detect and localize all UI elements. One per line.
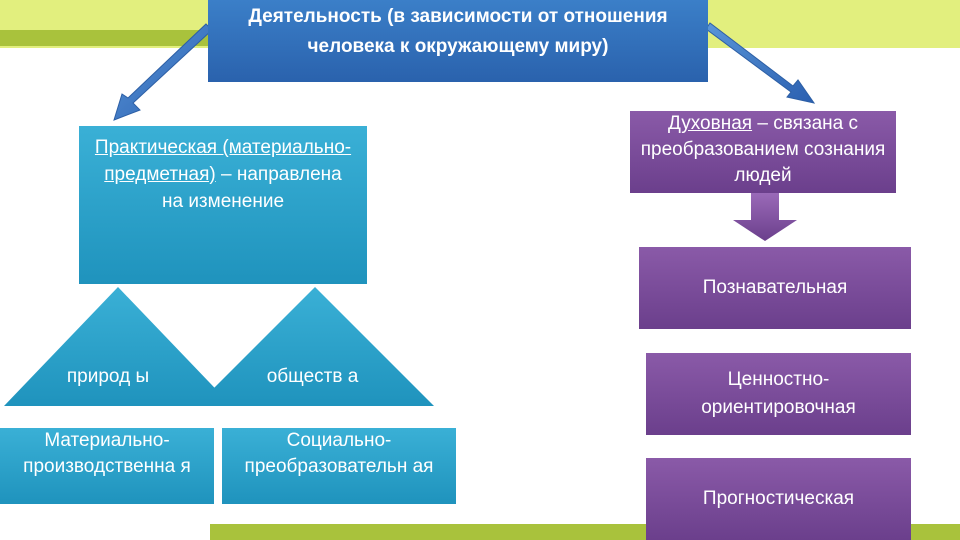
- arrow-spiritual-down: [733, 193, 797, 241]
- activity-title-box: Деятельность (в зависимости от отношения…: [208, 0, 708, 82]
- society-triangle-label-wrap: обществ а: [255, 362, 370, 406]
- society-triangle-label: обществ а: [266, 366, 359, 387]
- value-orientation-label: Ценностно-ориентировочная: [701, 369, 856, 418]
- arrow-left-down: [113, 23, 213, 121]
- value-orientation-box: Ценностно-ориентировочная: [646, 353, 911, 435]
- activity-title: Деятельность (в зависимости от отношения…: [248, 6, 668, 57]
- social-transform-box: Социально-преобразовательн ая: [222, 428, 456, 504]
- spiritual-activity-link[interactable]: Духовная: [667, 113, 753, 134]
- arrow-right-down: [705, 22, 816, 104]
- spiritual-activity-desc: – связана с преобразованием сознания люд…: [640, 113, 886, 186]
- nature-triangle-label-wrap: природ ы: [58, 362, 158, 406]
- prognostic-label: Прогностическая: [702, 488, 855, 509]
- cognitive-label: Познавательная: [702, 277, 848, 298]
- practical-activity-box: Практическая (материально-предметная) – …: [79, 126, 367, 284]
- cognitive-box: Познавательная: [639, 247, 911, 329]
- material-production-box: Материально-производственна я: [0, 428, 214, 504]
- material-production-label: Материально-производственна я: [23, 430, 191, 477]
- practical-activity-desc: – направлена на изменение: [161, 164, 342, 212]
- nature-triangle-label: природ ы: [66, 366, 150, 387]
- society-triangle: [196, 287, 434, 406]
- top-green-stripe: [0, 30, 210, 46]
- nature-triangle: [4, 287, 232, 406]
- prognostic-box: Прогностическая: [646, 458, 911, 540]
- social-transform-label: Социально-преобразовательн ая: [244, 430, 434, 477]
- practical-activity-link[interactable]: Практическая (материально-предметная): [94, 137, 352, 185]
- spiritual-activity-box: Духовная – связана с преобразованием соз…: [630, 111, 896, 193]
